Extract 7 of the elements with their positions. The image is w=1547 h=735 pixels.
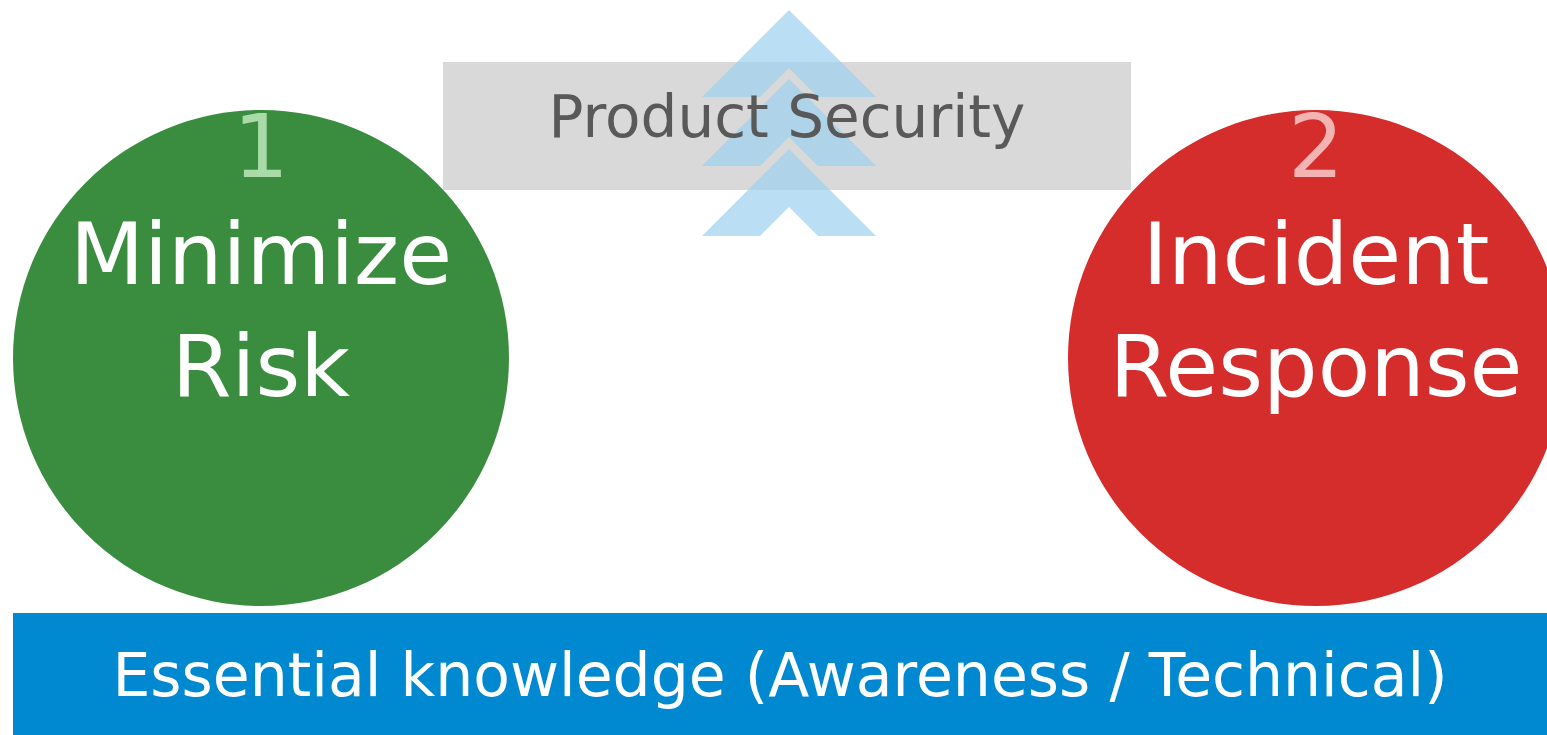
step-number: 2 [1287, 96, 1345, 198]
banner-bar [13, 613, 1547, 735]
banner-text: Essential knowledge (Awareness / Technical) [111, 641, 1449, 710]
step-number: 1 [232, 96, 290, 198]
circle-label: Minimize Risk [68, 203, 454, 418]
circle-label: Incident Response [1108, 203, 1524, 418]
box-title: Product Security [547, 84, 1027, 151]
